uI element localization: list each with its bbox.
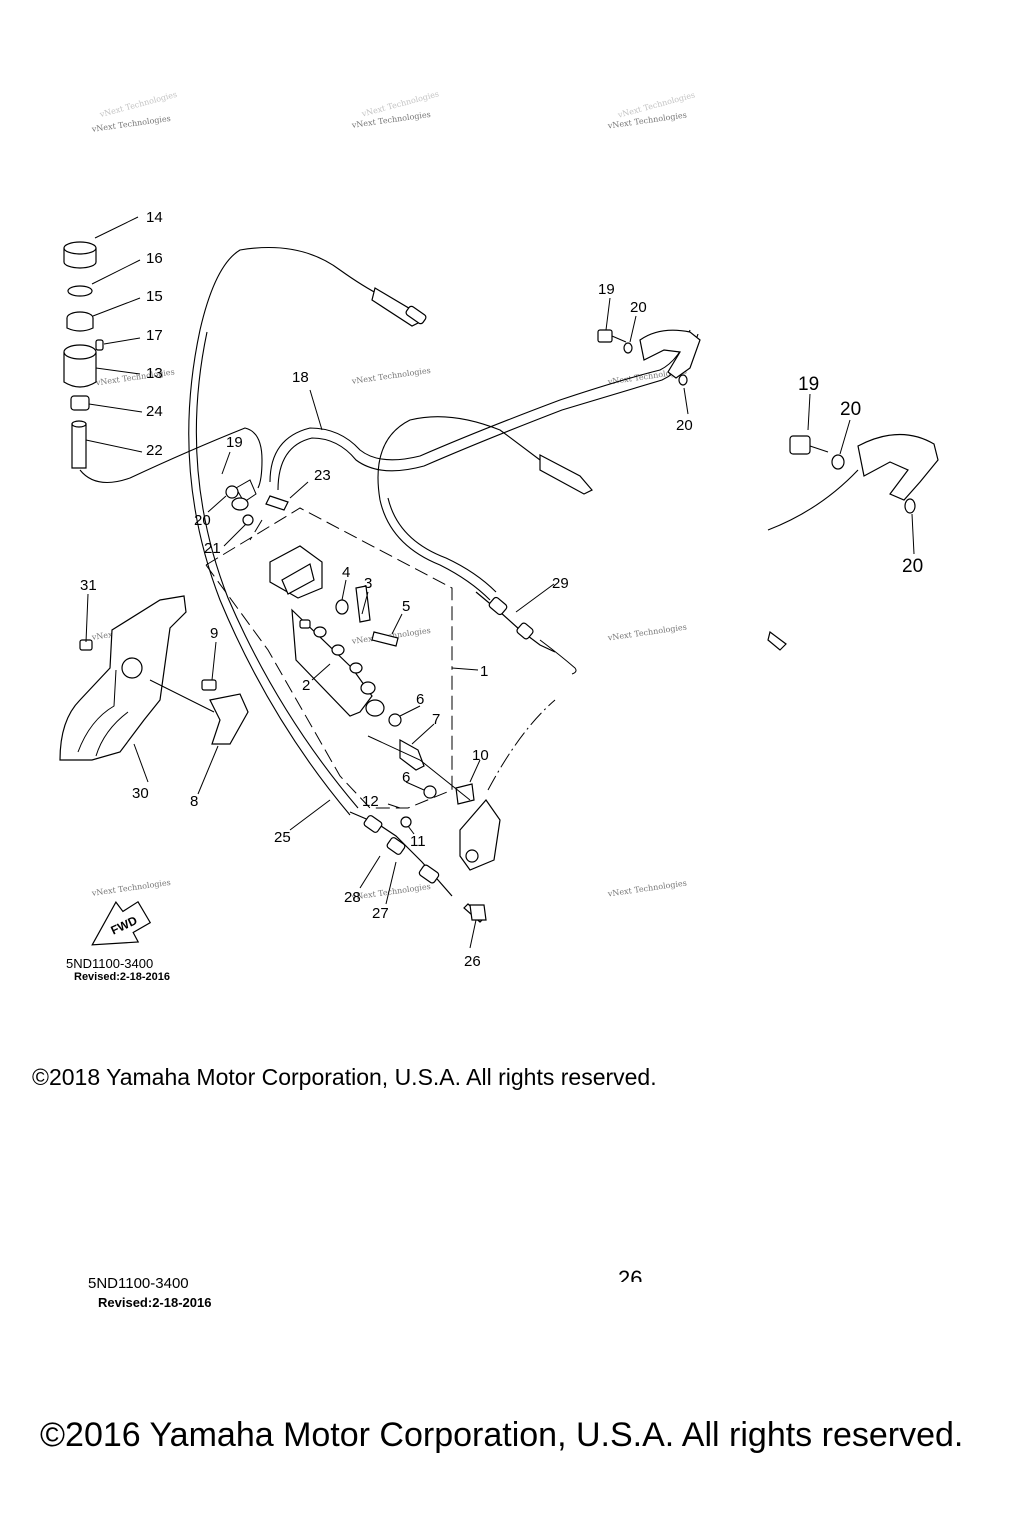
callout-1: 1 bbox=[480, 663, 488, 680]
callout-12: 12 bbox=[362, 793, 379, 810]
banjo-fitting-top bbox=[597, 329, 701, 386]
watermark: vNext Technologies bbox=[94, 367, 175, 387]
hose-assembly bbox=[269, 329, 699, 675]
callout-28: 28 bbox=[344, 889, 361, 906]
clutch-cable bbox=[188, 246, 485, 923]
leader-lines bbox=[85, 216, 915, 949]
callout-19: 19 bbox=[226, 434, 243, 451]
callout-29: 29 bbox=[552, 575, 569, 592]
callout-20-top-lower: 20 bbox=[676, 417, 693, 434]
master-cylinder-assembly bbox=[205, 479, 556, 921]
callout-21: 21 bbox=[204, 540, 221, 557]
reservoir-assembly bbox=[63, 241, 263, 489]
callout-19-top: 19 bbox=[598, 281, 615, 298]
watermark: vNext Technologies bbox=[350, 366, 431, 386]
callout-8: 8 bbox=[190, 793, 198, 810]
callout-6: 6 bbox=[416, 691, 424, 708]
fwd-arrow-icon: FWD bbox=[91, 900, 152, 946]
callout-13: 13 bbox=[146, 365, 163, 382]
callout-11: 11 bbox=[410, 833, 426, 850]
page-number-fragment: 26 bbox=[618, 1266, 643, 1282]
watermark-group: vNext Technologies vNext Technologies vN… bbox=[90, 89, 696, 902]
callout-20-top: 20 bbox=[630, 299, 647, 316]
callout-15: 15 bbox=[146, 288, 163, 305]
callout-9: 9 bbox=[210, 625, 218, 642]
callout-18: 18 bbox=[292, 369, 309, 386]
footer-revision-date: Revised:2-18-2016 bbox=[98, 1295, 212, 1310]
callout-25: 25 bbox=[274, 829, 291, 846]
banjo-fitting-enlarged bbox=[767, 433, 939, 651]
callout-2: 2 bbox=[302, 677, 310, 694]
callout-27: 27 bbox=[372, 905, 389, 922]
callout-20-enlarged-lower: 20 bbox=[902, 556, 923, 577]
copyright-2018: ©2018 Yamaha Motor Corporation, U.S.A. A… bbox=[32, 1064, 657, 1090]
callout-23: 23 bbox=[314, 467, 331, 484]
callout-10: 10 bbox=[472, 747, 489, 764]
footer-part-code: 5ND1100-3400 bbox=[88, 1275, 189, 1292]
callout-22: 22 bbox=[146, 442, 163, 459]
callout-24: 24 bbox=[146, 403, 163, 420]
callout-20-enlarged: 20 bbox=[840, 399, 861, 420]
callout-7: 7 bbox=[432, 711, 440, 728]
callout-labels: 14 16 15 17 13 24 22 18 19 20 20 19 20 2… bbox=[80, 209, 923, 970]
revision-date: Revised:2-18-2016 bbox=[74, 971, 171, 983]
copyright-2016: ©2016 Yamaha Motor Corporation, U.S.A. A… bbox=[40, 1416, 964, 1454]
callout-17: 17 bbox=[146, 327, 163, 344]
callout-3: 3 bbox=[364, 575, 372, 592]
callout-26: 26 bbox=[464, 953, 481, 970]
callout-20: 20 bbox=[194, 512, 211, 529]
callout-16: 16 bbox=[146, 250, 163, 267]
part-code: 5ND1100-3400 bbox=[66, 956, 154, 971]
callout-19-enlarged: 19 bbox=[798, 374, 819, 395]
callout-31: 31 bbox=[80, 577, 97, 594]
callout-4: 4 bbox=[342, 564, 350, 581]
callout-30: 30 bbox=[132, 785, 149, 802]
callout-14: 14 bbox=[146, 209, 163, 226]
watermark: vNext Technologies bbox=[606, 622, 687, 642]
callout-5: 5 bbox=[402, 598, 410, 615]
parts-diagram: vNext Technologies vNext Technologies vN… bbox=[59, 89, 939, 970]
watermark: vNext Technologies bbox=[606, 878, 687, 898]
callout-6b: 6 bbox=[402, 769, 410, 786]
guard-bracket bbox=[59, 595, 249, 761]
watermark: vNext Technologies bbox=[90, 878, 171, 898]
